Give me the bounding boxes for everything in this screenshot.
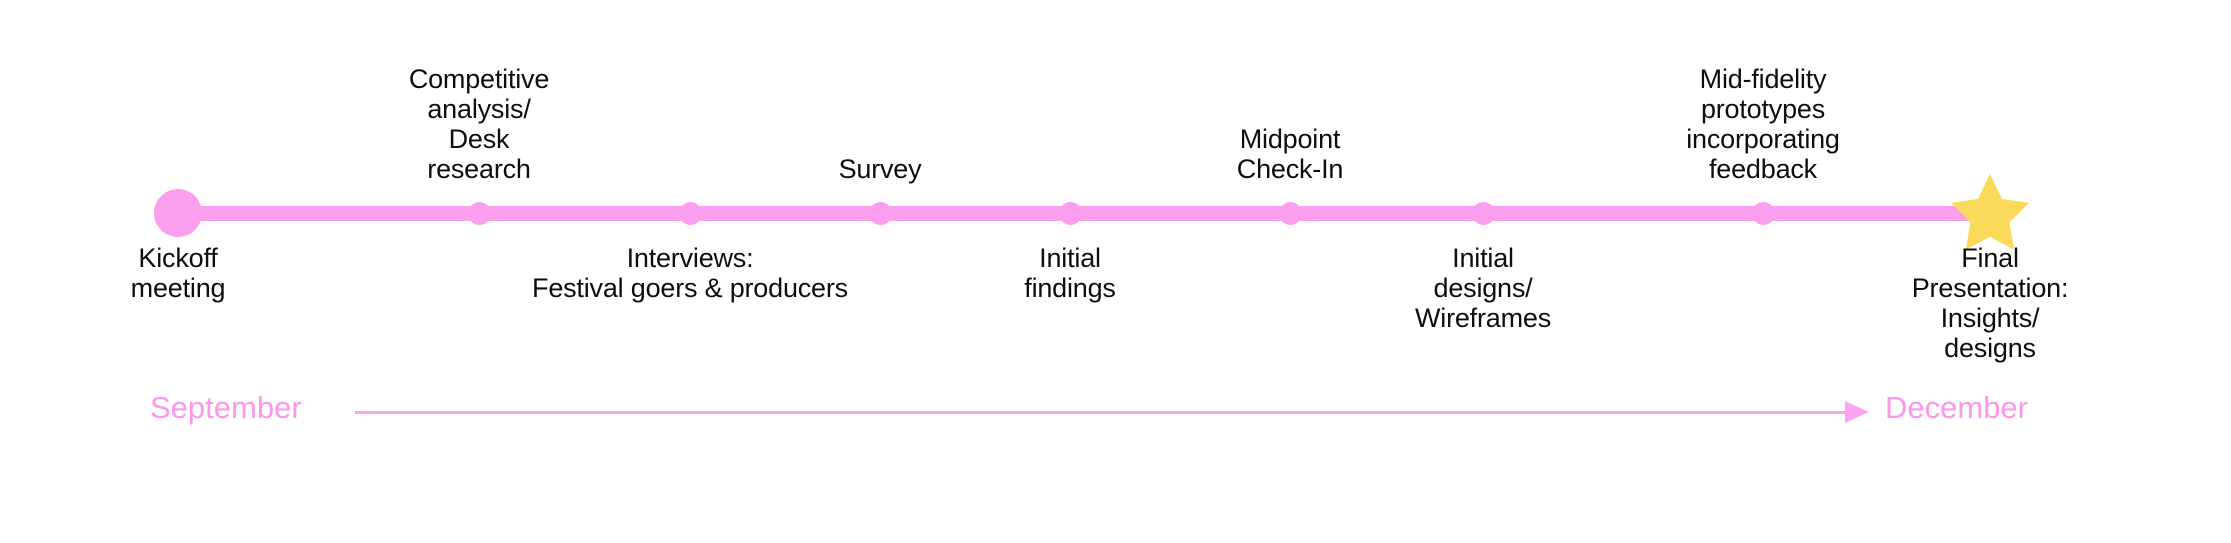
axis-label-end: December [1885, 390, 2028, 425]
timeline-node-dot[interactable] [1058, 202, 1082, 225]
timeline-start-circle[interactable] [154, 189, 202, 237]
month-axis-line [355, 411, 1860, 414]
month-axis-arrowhead-icon [1845, 401, 1869, 423]
axis-label-start: September [150, 390, 302, 425]
timeline-milestone-label: Interviews: Festival goers & producers [532, 243, 848, 303]
timeline-node-dot[interactable] [1278, 202, 1302, 225]
timeline-milestone-label: Initial designs/ Wireframes [1414, 243, 1552, 333]
timeline-milestone-label: Survey [838, 154, 922, 184]
timeline-track [178, 206, 1990, 221]
timeline-milestone-label: Kickoff meeting [130, 243, 226, 303]
timeline-node-dot[interactable] [1751, 202, 1775, 225]
timeline-end-star-icon[interactable] [1948, 172, 2032, 252]
timeline-milestone-label: Competitive analysis/ Desk research [408, 64, 550, 184]
timeline-milestone-label: Mid-fidelity prototypes incorporating fe… [1686, 64, 1840, 184]
timeline-node-dot[interactable] [467, 202, 491, 225]
timeline-node-dot[interactable] [678, 202, 702, 225]
timeline-node-dot[interactable] [868, 202, 892, 225]
timeline-milestone-label: Final Presentation: Insights/ designs [1911, 243, 2069, 363]
timeline-node-dot[interactable] [1471, 202, 1495, 225]
timeline-milestone-label: Initial findings [1024, 243, 1116, 303]
timeline-milestone-label: Midpoint Check-In [1236, 124, 1344, 184]
